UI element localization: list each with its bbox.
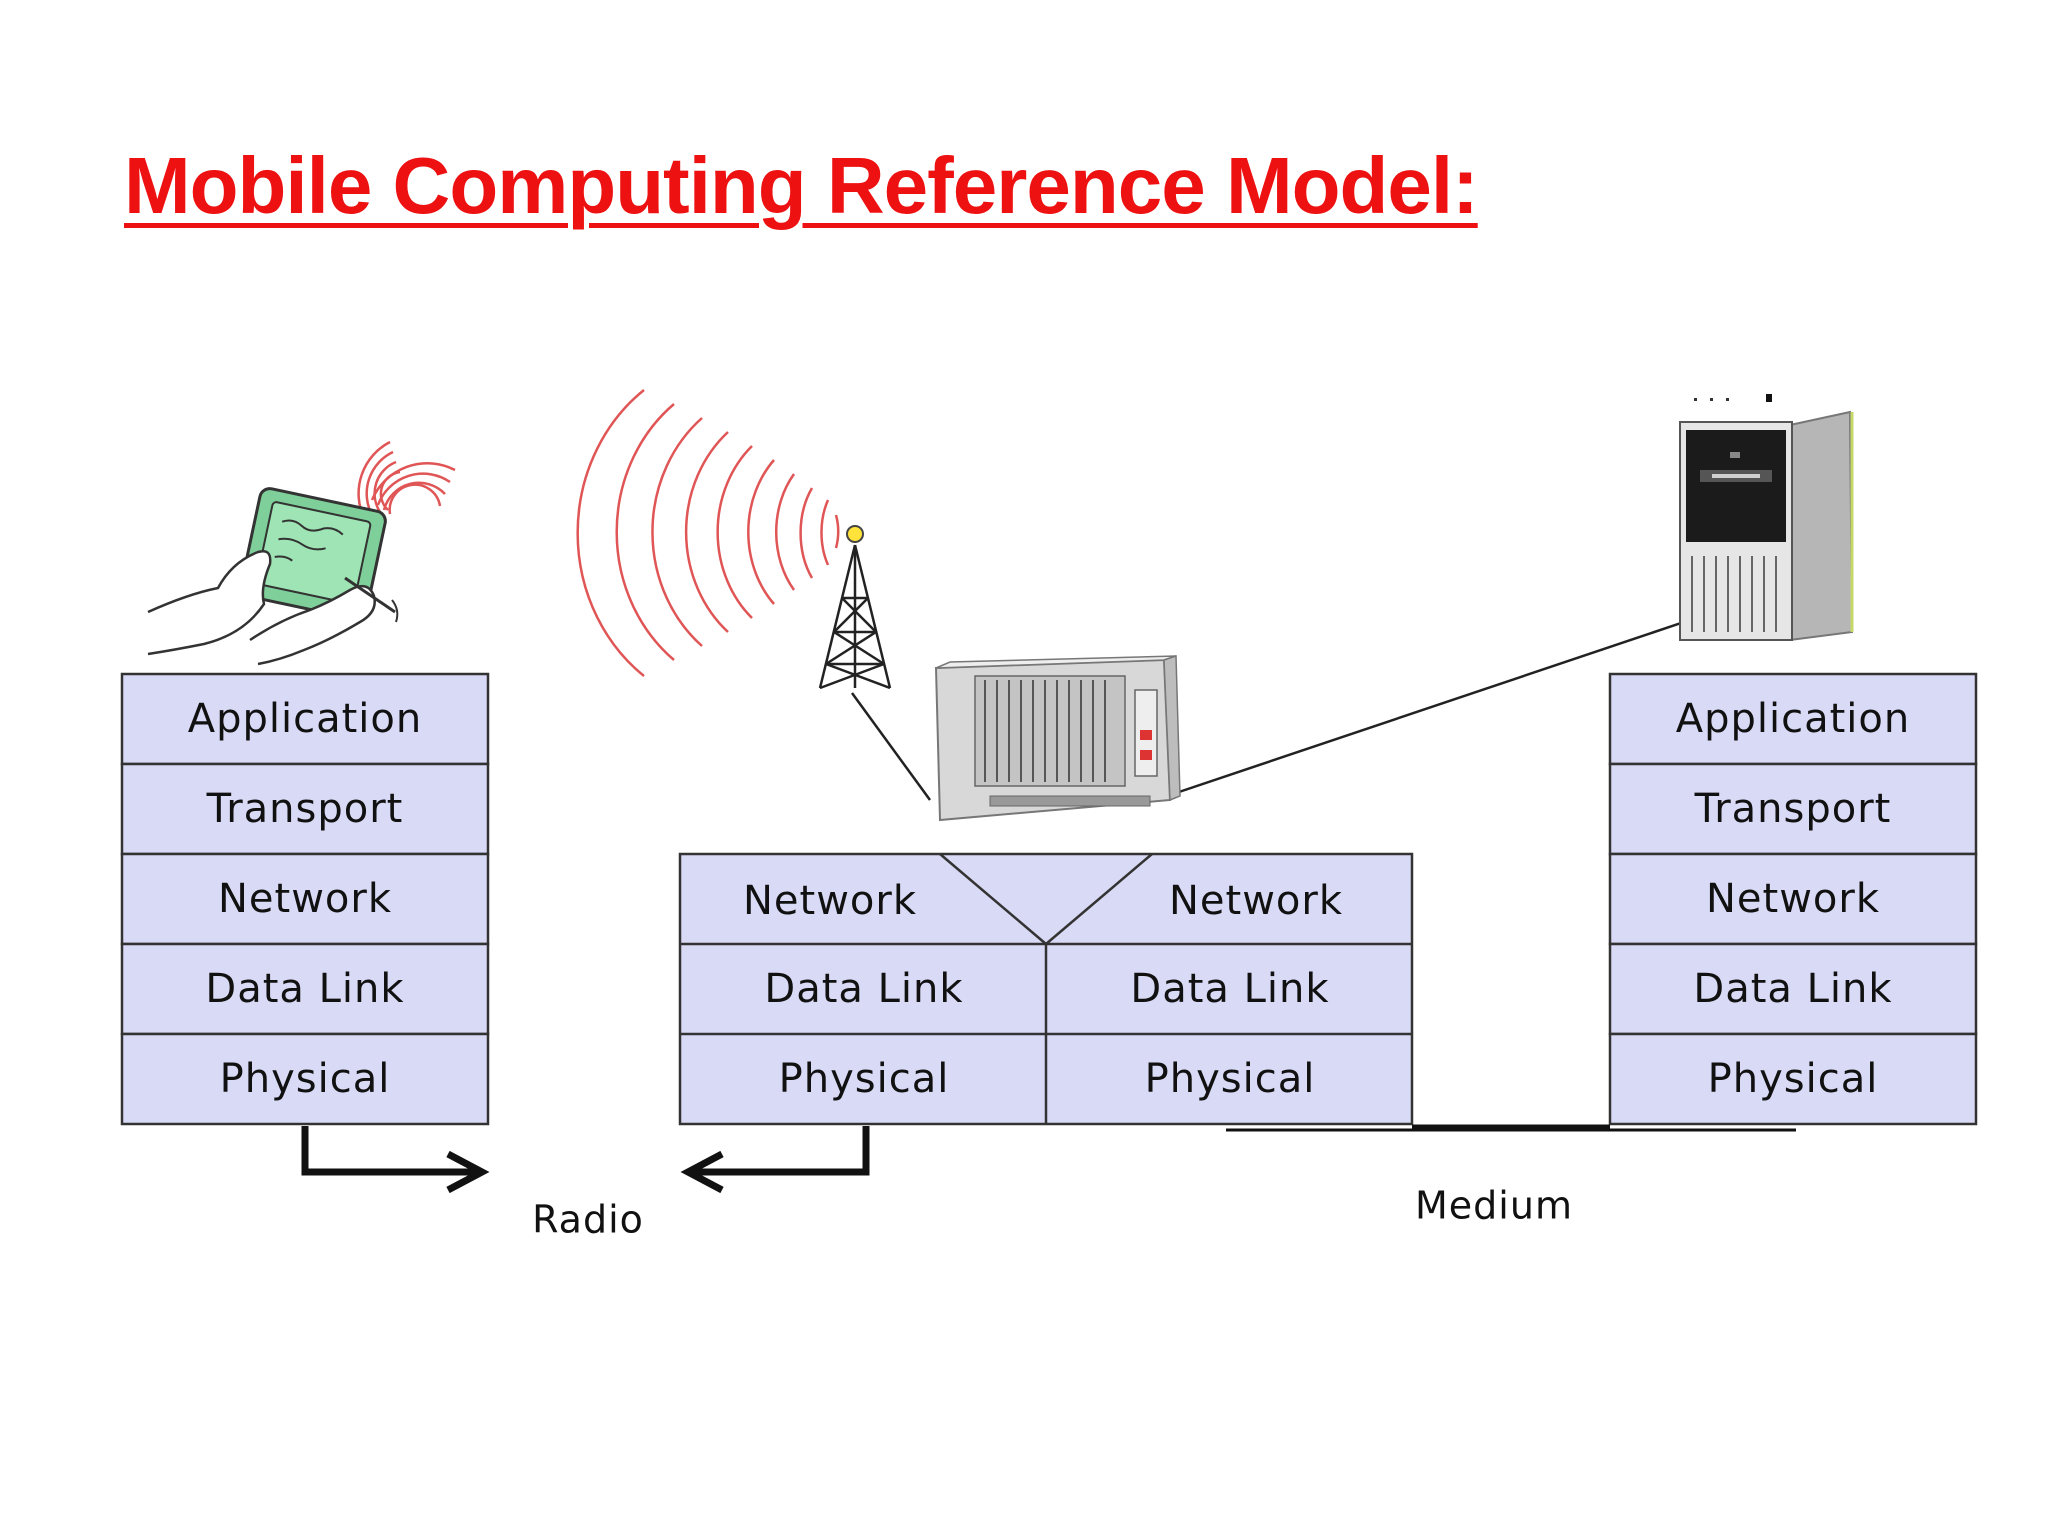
stack-layer: Network — [120, 852, 490, 946]
stack-layer: Transport — [1608, 762, 1978, 856]
layer-label: Network — [1169, 878, 1343, 924]
arrowhead-left-icon — [680, 1150, 724, 1194]
stack-layer: Physical — [1608, 1032, 1978, 1126]
stack-layer: Application — [1608, 672, 1978, 766]
mobile-protocol-stack: Application Transport Network Data Link … — [120, 672, 490, 1126]
tower-signal-waves — [576, 389, 840, 677]
layer-label: Transport — [1694, 786, 1892, 832]
base-station-rack-icon — [934, 654, 1181, 822]
layer-label: Physical — [1145, 1056, 1316, 1102]
layer-label: Data Link — [764, 966, 963, 1012]
layer-label: Network — [218, 876, 392, 922]
layer-label: Data Link — [205, 966, 404, 1012]
stack-layer: Network — [1608, 852, 1978, 946]
layer-label: Data Link — [1693, 966, 1892, 1012]
page-title: Mobile Computing Reference Model: — [124, 141, 1479, 230]
rack-to-server-line — [1169, 618, 1691, 797]
layer-label: Network — [743, 878, 917, 924]
layer-label: Application — [1676, 696, 1911, 742]
stack-layer: Transport — [120, 762, 490, 856]
stack-layer: Application — [120, 672, 490, 766]
layer-label: Physical — [779, 1056, 950, 1102]
base-station-protocol-stack: Network Network Data Link Data Link Phys… — [678, 852, 1414, 1126]
radio-label: Radio — [532, 1198, 644, 1242]
relay-v-left — [939, 853, 1047, 945]
layer-label: Network — [1706, 876, 1880, 922]
layer-label: Physical — [1708, 1056, 1879, 1102]
pda-device-icon — [147, 440, 456, 666]
layer-label: Physical — [220, 1056, 391, 1102]
arrowhead-right-icon — [446, 1150, 490, 1194]
stack-layer: Physical — [120, 1032, 490, 1126]
radio-arrow-right — [301, 1126, 478, 1176]
tower-to-rack-line — [850, 692, 932, 801]
radio-arrow-left — [690, 1126, 870, 1176]
server-protocol-stack: Application Transport Network Data Link … — [1608, 672, 1978, 1126]
radio-link: Radio — [301, 1126, 870, 1242]
medium-label: Medium — [1415, 1184, 1573, 1228]
server-tower-icon — [1679, 394, 1854, 642]
relay-v-right — [1045, 853, 1153, 945]
layer-label: Application — [188, 696, 423, 742]
stack-layer: Data Link — [120, 942, 490, 1036]
wired-medium-link: Medium — [1226, 1124, 1796, 1228]
radio-tower-icon — [576, 389, 892, 690]
stack-layer: Data Link — [1608, 942, 1978, 1036]
layer-label: Transport — [206, 786, 404, 832]
pda-signal-waves — [357, 440, 456, 519]
layer-label: Data Link — [1130, 966, 1329, 1012]
